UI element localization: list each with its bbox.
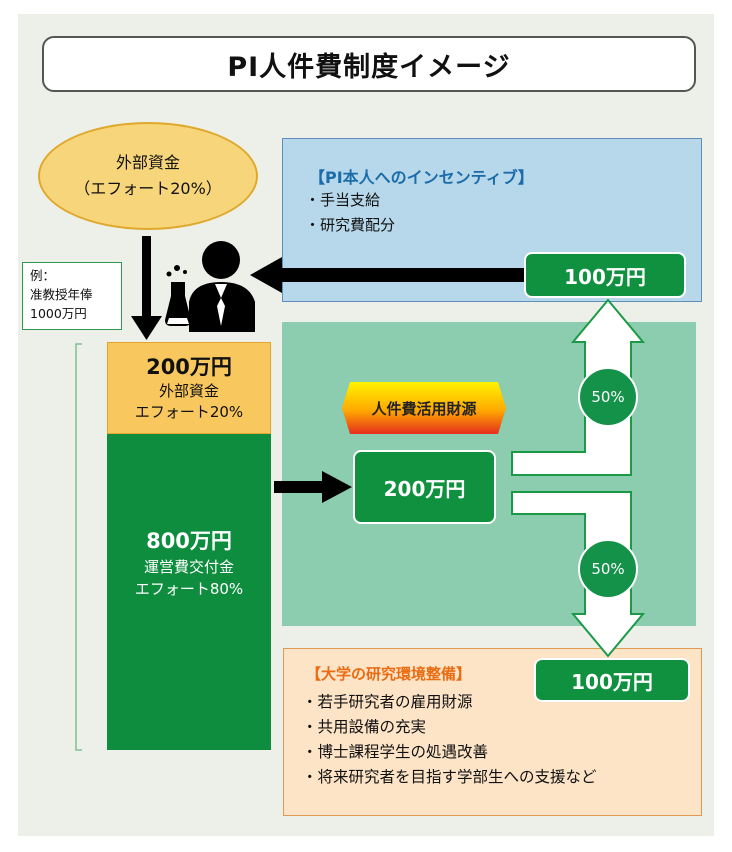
incentive-amount-box: 100万円 xyxy=(524,252,686,298)
university-item: ・共用設備の充実 xyxy=(302,718,427,736)
available-amount-box: 200万円 xyxy=(353,450,496,524)
incentive-item: ・手当支給 xyxy=(305,191,381,209)
external-portion-effort: エフォート20% xyxy=(134,403,244,421)
university-amount-box: 100万円 xyxy=(534,658,690,702)
banner-label: 人件費活用財源 xyxy=(371,399,477,418)
external-portion-amount: 200万円 xyxy=(146,355,232,379)
example-position: 准教授年俸 xyxy=(30,287,93,302)
operating-portion-amount: 800万円 xyxy=(146,529,232,553)
operating-portion-effort: エフォート80% xyxy=(134,580,244,598)
right-arrow xyxy=(274,471,352,503)
incentive-title: 【PI本人へのインセンティブ】 xyxy=(309,168,534,187)
external-funds-portion: 200万円 外部資金 エフォート20% xyxy=(107,342,271,434)
split-percent-top: 50% xyxy=(578,367,638,427)
researcher-icon xyxy=(165,241,255,332)
diagram-title: PI人件費制度イメージ xyxy=(42,36,696,92)
down-arrow xyxy=(131,236,162,340)
university-item: ・若手研究者の雇用財源 xyxy=(302,693,473,711)
operating-grant-portion: 800万円 運営費交付金 エフォート80% xyxy=(107,434,271,750)
example-label: 例： xyxy=(30,268,56,283)
operating-portion-label: 運営費交付金 xyxy=(143,558,234,576)
external-funds-effort: （エフォート20%） xyxy=(74,179,222,198)
external-portion-label: 外部資金 xyxy=(158,382,219,400)
university-item: ・将来研究者を目指す学部生への支援など xyxy=(302,768,597,786)
left-arrow xyxy=(250,257,524,293)
university-item: ・博士課程学生の処遇改善 xyxy=(302,743,489,761)
funding-source-banner xyxy=(342,382,506,434)
salary-bracket xyxy=(75,343,82,751)
example-note: 例： 准教授年俸 1000万円 xyxy=(22,262,122,330)
incentive-item: ・研究費配分 xyxy=(305,216,396,234)
split-percent-bottom: 50% xyxy=(578,539,638,599)
external-funds-label: 外部資金 xyxy=(115,153,180,172)
example-salary: 1000万円 xyxy=(30,306,87,321)
university-title: 【大学の研究環境整備】 xyxy=(306,665,472,683)
external-funds-ellipse: 外部資金 （エフォート20%） xyxy=(38,122,258,230)
